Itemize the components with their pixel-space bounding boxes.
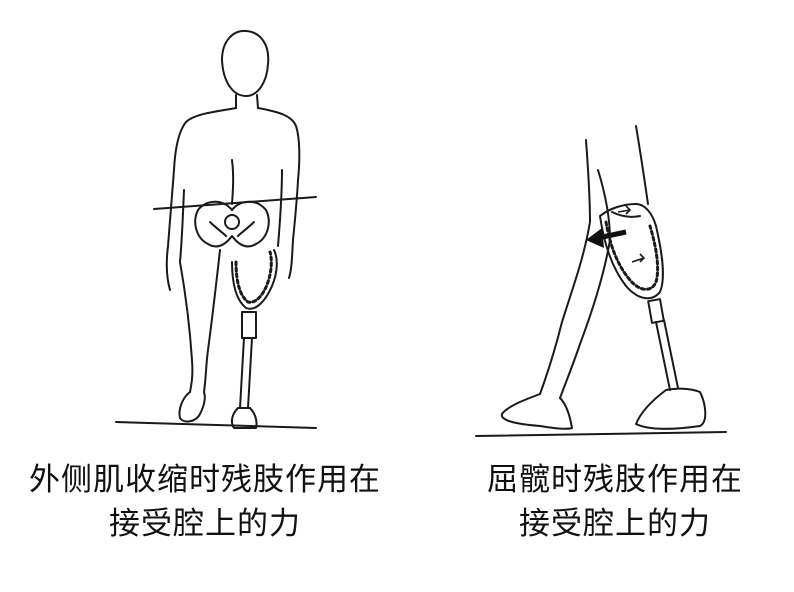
intact-foot bbox=[500, 393, 573, 430]
caption-flexion: 屈髋时残肢作用在 接受腔上的力 bbox=[450, 458, 780, 546]
socket-outline bbox=[231, 249, 278, 310]
socket-rim bbox=[611, 211, 641, 218]
prosthetic-foot bbox=[230, 407, 258, 429]
spine bbox=[231, 159, 235, 205]
socket-chain bbox=[234, 250, 273, 304]
force-arrow-icon bbox=[586, 228, 627, 248]
prosthetic-knee bbox=[647, 298, 665, 324]
prosthetic-leg-side-figure bbox=[475, 125, 727, 437]
intact-leg-front bbox=[559, 169, 611, 399]
prosthetic-knee bbox=[241, 311, 257, 339]
torso-right bbox=[257, 107, 301, 279]
arm-inner-right bbox=[277, 169, 283, 247]
neck bbox=[235, 94, 259, 109]
hip-joint bbox=[224, 214, 240, 230]
pelvis bbox=[194, 200, 270, 248]
thigh-front bbox=[635, 125, 649, 205]
amputee-front-figure bbox=[115, 29, 317, 429]
pylon-left bbox=[239, 337, 245, 409]
socket-chain bbox=[604, 220, 660, 291]
intact-foot bbox=[178, 391, 206, 423]
inner-force-arrows bbox=[617, 205, 646, 263]
ground-line-left bbox=[115, 421, 317, 429]
caption-line-2: 接受腔上的力 bbox=[519, 506, 711, 542]
arm-inner-left bbox=[179, 189, 185, 263]
torso-left bbox=[165, 107, 237, 291]
intact-leg-back bbox=[539, 139, 591, 395]
caption-line-1: 外侧肌收缩时残肢作用在 bbox=[29, 462, 381, 498]
head bbox=[221, 29, 270, 97]
intact-leg-outer bbox=[179, 261, 194, 393]
socket-body bbox=[599, 203, 664, 300]
pylon-left bbox=[655, 321, 671, 391]
prosthetic-shoe bbox=[635, 387, 707, 430]
caption-line-1: 屈髋时残肢作用在 bbox=[487, 462, 743, 498]
pelvis-detail bbox=[209, 221, 255, 237]
intact-leg-inner bbox=[203, 249, 221, 393]
caption-abduction: 外侧肌收缩时残肢作用在 接受腔上的力 bbox=[10, 458, 400, 546]
pelvic-tilt-line bbox=[153, 196, 317, 210]
pylon-right bbox=[247, 337, 253, 409]
caption-line-2: 接受腔上的力 bbox=[109, 506, 301, 542]
ground-line-right bbox=[475, 431, 727, 437]
pylon-right bbox=[663, 319, 679, 389]
